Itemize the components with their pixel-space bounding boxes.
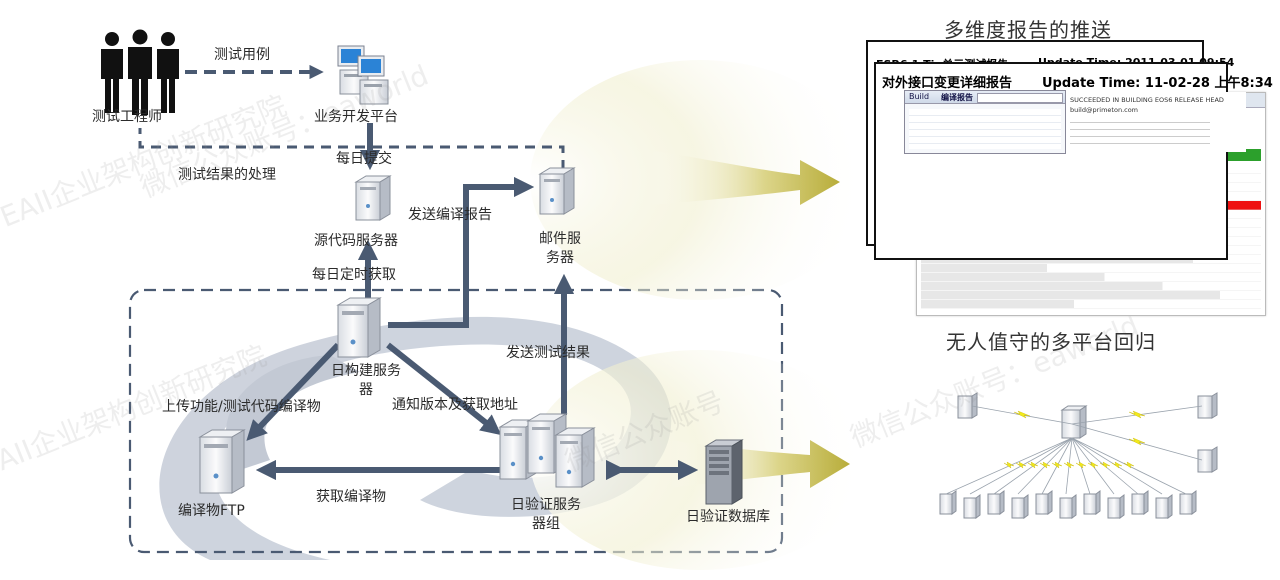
edge-label-fetch-build: 获取编译物 bbox=[316, 489, 386, 505]
reports-title: 多维度报告的推送 bbox=[944, 18, 1112, 42]
report-row bbox=[921, 291, 1261, 300]
regression-node-server bbox=[1059, 494, 1077, 519]
edge-label-daily-fetch: 每日定时获取 bbox=[312, 267, 396, 283]
node-ftp-label: 编译物FTP bbox=[178, 503, 245, 519]
node-build-server-label: 日构建服务 器 bbox=[331, 363, 401, 398]
lightning-bolt-icon bbox=[1075, 461, 1087, 469]
report-row bbox=[921, 264, 1261, 273]
lightning-bolt-icon bbox=[1099, 461, 1111, 469]
edge-notify-version bbox=[386, 342, 502, 436]
build-email: build@primeton.com bbox=[1070, 106, 1139, 114]
tester-icon bbox=[101, 29, 179, 115]
doc2-time: Update Time: 11-02-28 上午8:34 bbox=[1042, 76, 1273, 91]
edge-label-send-test-result: 发送测试结果 bbox=[506, 345, 590, 361]
lightning-bolt-icon bbox=[1015, 461, 1027, 469]
build-server-icon bbox=[336, 297, 382, 358]
regression-node-server bbox=[1179, 490, 1197, 515]
regression-node-server bbox=[1155, 494, 1173, 519]
report-row bbox=[921, 273, 1261, 282]
lightning-bolt-icon bbox=[1128, 410, 1146, 419]
node-source-server-label: 源代码服务器 bbox=[314, 233, 398, 249]
report-page-build: Build 编译报告 bbox=[904, 90, 1066, 154]
regression-node-server bbox=[939, 490, 957, 515]
edge-label-upload-build: 上传功能/测试代码编译物 bbox=[162, 399, 321, 415]
edge-label-notify-version: 通知版本及获取地址 bbox=[392, 397, 518, 413]
edge-label-test-result-handling: 测试结果的处理 bbox=[178, 167, 276, 183]
regression-node-server bbox=[1035, 490, 1053, 515]
regression-node-server bbox=[963, 494, 981, 519]
source-server-icon bbox=[354, 175, 392, 221]
lightning-bolt-icon bbox=[1003, 461, 1015, 469]
push-arrow-top bbox=[650, 150, 840, 205]
edge-label-send-compile-report: 发送编译报告 bbox=[408, 207, 492, 223]
node-verify-group-label: 日验证服务 器组 bbox=[511, 497, 581, 532]
node-verify-db-label: 日验证数据库 bbox=[686, 509, 770, 525]
ftp-server-icon bbox=[198, 429, 246, 494]
regression-node-server bbox=[1083, 490, 1101, 515]
regression-node-server bbox=[1131, 490, 1149, 515]
report-row bbox=[921, 300, 1261, 309]
node-dev-platform-label: 业务开发平台 bbox=[314, 109, 398, 125]
regression-node-server bbox=[1107, 494, 1125, 519]
edge-send-compile-report bbox=[388, 176, 535, 328]
tab-compile-report[interactable]: 编译报告 bbox=[941, 93, 973, 102]
regression-title: 无人值守的多平台回归 bbox=[946, 330, 1156, 354]
lightning-bolt-icon bbox=[1123, 461, 1135, 469]
email-snippet: SUCCEEDED IN BUILDING EOS6 RELEASE HEAD … bbox=[1066, 92, 1246, 152]
verify-server-group-icon bbox=[498, 413, 596, 488]
lightning-bolt-icon bbox=[1111, 461, 1123, 469]
lightning-bolt-icon bbox=[1027, 461, 1039, 469]
lightning-bolt-icon bbox=[1128, 437, 1146, 446]
regression-node-server bbox=[987, 490, 1005, 515]
regression-node-server bbox=[1011, 494, 1029, 519]
node-mail-server-label: 邮件服 务器 bbox=[539, 231, 581, 266]
lightning-bolt-icon bbox=[1087, 461, 1099, 469]
lightning-bolt-icon bbox=[1051, 461, 1063, 469]
node-tester-label: 测试工程师 bbox=[92, 109, 162, 125]
edge-label-test-cases: 测试用例 bbox=[214, 47, 270, 63]
edge-upload-build bbox=[246, 342, 341, 441]
lightning-bolt-icon bbox=[1013, 410, 1031, 419]
doc2-title: 对外接口变更详细报告 bbox=[882, 76, 1013, 91]
edge-label-daily-commit: 每日提交 bbox=[336, 151, 392, 167]
regression-network-diagram bbox=[939, 392, 1218, 519]
dev-platform-icon bbox=[337, 45, 389, 105]
build-message: SUCCEEDED IN BUILDING EOS6 RELEASE HEAD bbox=[1070, 96, 1224, 104]
lightning-bolt-icon bbox=[1039, 461, 1051, 469]
database-icon bbox=[704, 439, 744, 505]
tab-build[interactable]: Build bbox=[909, 92, 930, 101]
lightning-bolt-icon bbox=[1063, 461, 1075, 469]
report-row bbox=[921, 282, 1261, 291]
mail-server-icon bbox=[538, 167, 576, 215]
